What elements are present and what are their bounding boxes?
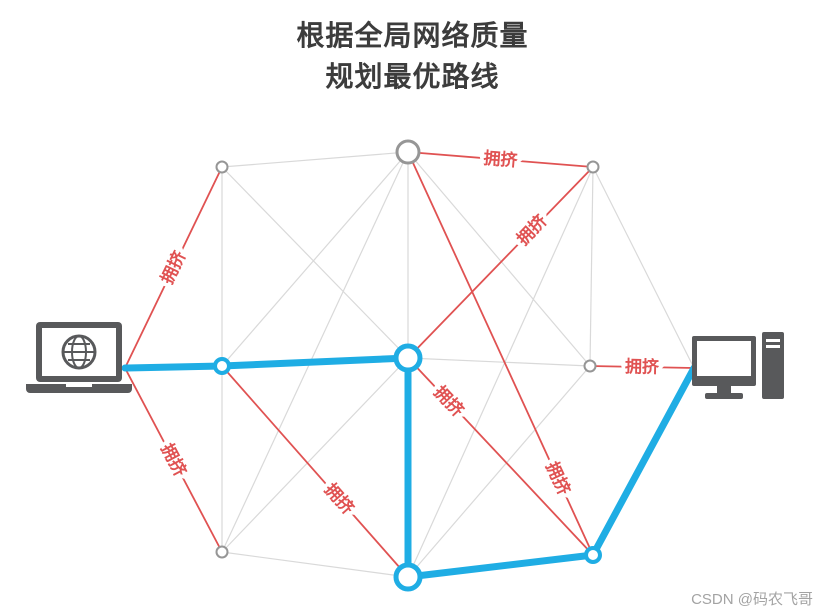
mesh-edge [221, 151, 409, 367]
globe-icon [61, 334, 97, 370]
node-midleft [213, 357, 231, 375]
mesh-edge [407, 357, 591, 367]
mesh-edge [407, 151, 591, 367]
mesh-edge [221, 166, 409, 359]
monitor-base [705, 393, 743, 399]
node-top [395, 139, 421, 165]
congestion-label: 拥挤 [157, 440, 191, 480]
laptop-icon [26, 322, 132, 393]
mesh-edge [221, 357, 409, 553]
node-botright [584, 546, 602, 564]
mesh-edge [589, 166, 594, 367]
mesh-edge [592, 166, 695, 369]
congested-edge [407, 357, 594, 556]
node-midright [583, 359, 597, 373]
node-botleft [215, 545, 229, 559]
page-title: 根据全局网络质量 规划最优路线 [0, 16, 825, 97]
optimal-path [121, 354, 698, 581]
title-line-1: 根据全局网络质量 [296, 20, 529, 51]
node-botcenter [393, 562, 423, 592]
mesh-edge [407, 365, 591, 578]
title-line-2: 规划最优路线 [325, 60, 500, 92]
congested-edge [407, 151, 594, 168]
monitor-stand [717, 386, 731, 393]
mesh-edge [221, 151, 409, 168]
monitor-screen [697, 341, 751, 376]
watermark: CSDN @码农飞哥 [691, 591, 813, 608]
tower-slot-1 [766, 339, 780, 342]
tower [762, 332, 784, 399]
tower-slot-2 [766, 345, 780, 348]
congested-edge [589, 365, 695, 369]
desktop-icon [692, 332, 784, 399]
congested-edge [221, 365, 409, 578]
mesh-edge [407, 166, 594, 578]
node-center [393, 343, 423, 373]
laptop-base [26, 384, 132, 393]
congested-edge [124, 166, 223, 369]
mesh-edge [221, 151, 409, 553]
node-topright [586, 160, 600, 174]
congestion-label: 拥挤 [625, 356, 660, 377]
mesh-edge [221, 551, 409, 578]
congestion-label: 拥挤 [542, 459, 575, 499]
congestion-label: 拥挤 [157, 247, 190, 287]
congested-edge [124, 367, 223, 553]
congestion-label: 拥挤 [483, 148, 519, 171]
congested-edge [407, 151, 594, 556]
device-icons [26, 322, 784, 399]
node-topleft [215, 160, 229, 174]
laptop-base-notch [66, 384, 92, 387]
congested-edge [407, 166, 594, 359]
